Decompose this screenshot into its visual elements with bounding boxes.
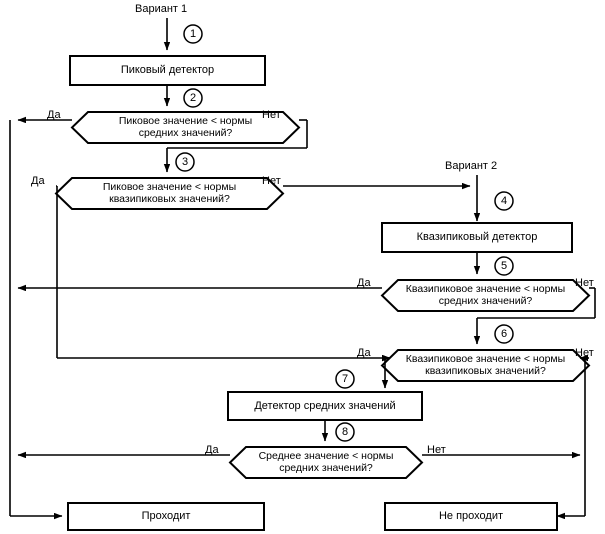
box-average-detector — [227, 391, 423, 421]
decision-2-line1: Пиковое значение < нормы — [118, 115, 253, 127]
decision-label-2: Пиковое значение < нормы средних значени… — [72, 115, 299, 139]
step-circle-4 — [494, 191, 514, 211]
decision-5-line1: Квазипиковое значение < нормы — [405, 283, 566, 295]
branch-label-d6-no: Нет — [575, 347, 594, 359]
step-circle-3 — [175, 152, 195, 172]
branch-label-d3-yes: Да — [31, 175, 45, 187]
branch-label-d5-no: Нет — [575, 277, 594, 289]
box-pass — [67, 502, 265, 531]
step-circle-1 — [183, 24, 203, 44]
step-circle-8 — [335, 422, 355, 442]
step-number-8: 8 — [341, 426, 349, 438]
decision-8-line1: Среднее значение < нормы — [258, 450, 394, 462]
decision-label-6: Квазипиковое значение < нормы квазипиков… — [382, 353, 589, 377]
entry-label-variant2: Вариант 2 — [445, 160, 498, 172]
decision-6-line1: Квазипиковое значение < нормы — [405, 353, 566, 365]
decision-label-3: Пиковое значение < нормы квазипиковых зн… — [56, 181, 283, 205]
branch-label-d8-no: Нет — [427, 444, 446, 456]
entry-label-variant1: Вариант 1 — [135, 3, 188, 15]
branch-label-d2-yes: Да — [47, 109, 61, 121]
step-circle-5 — [494, 256, 514, 276]
decision-6-line2: квазипиковых значений? — [425, 365, 546, 377]
branch-label-d3-no: Нет — [262, 175, 281, 187]
step-circle-6 — [494, 324, 514, 344]
step-circle-2 — [183, 88, 203, 108]
decision-3-line1: Пиковое значение < нормы — [102, 181, 237, 193]
branch-label-d6-yes: Да — [357, 347, 371, 359]
step-number-4: 4 — [500, 195, 508, 207]
shape-decision-3 — [54, 177, 285, 210]
box-label-quasipeak-detector: Квазипиковый детектор — [416, 231, 538, 243]
branch-label-d5-yes: Да — [357, 277, 371, 289]
box-label-average-detector: Детектор средних значений — [254, 400, 396, 412]
branch-label-d2-no: Нет — [262, 109, 281, 121]
step-number-2: 2 — [189, 92, 197, 104]
step-number-6: 6 — [500, 328, 508, 340]
decision-label-5: Квазипиковое значение < нормы средних зн… — [382, 283, 589, 307]
decision-5-line2: средних значений? — [438, 295, 533, 307]
shape-decision-2 — [70, 111, 301, 144]
decision-8-line2: средних значений? — [279, 462, 373, 474]
box-fail — [384, 502, 558, 531]
decision-3-line2: квазипиковых значений? — [109, 193, 230, 205]
terminal-label-pass: Проходит — [141, 510, 191, 522]
step-number-7: 7 — [341, 373, 349, 385]
branch-label-d8-yes: Да — [205, 444, 219, 456]
box-label-peak-detector: Пиковый детектор — [120, 64, 215, 76]
decision-label-8: Среднее значение < нормы средних значени… — [230, 450, 422, 474]
step-circle-7 — [335, 369, 355, 389]
shape-decision-6 — [380, 349, 591, 382]
terminal-label-fail: Не проходит — [438, 510, 504, 522]
step-number-1: 1 — [189, 28, 197, 40]
step-number-5: 5 — [500, 260, 508, 272]
shape-decision-5 — [380, 279, 591, 312]
box-quasipeak-detector — [381, 222, 573, 253]
decision-2-line2: средних значений? — [138, 127, 233, 139]
shape-decision-8 — [228, 446, 424, 479]
step-number-3: 3 — [181, 156, 189, 168]
